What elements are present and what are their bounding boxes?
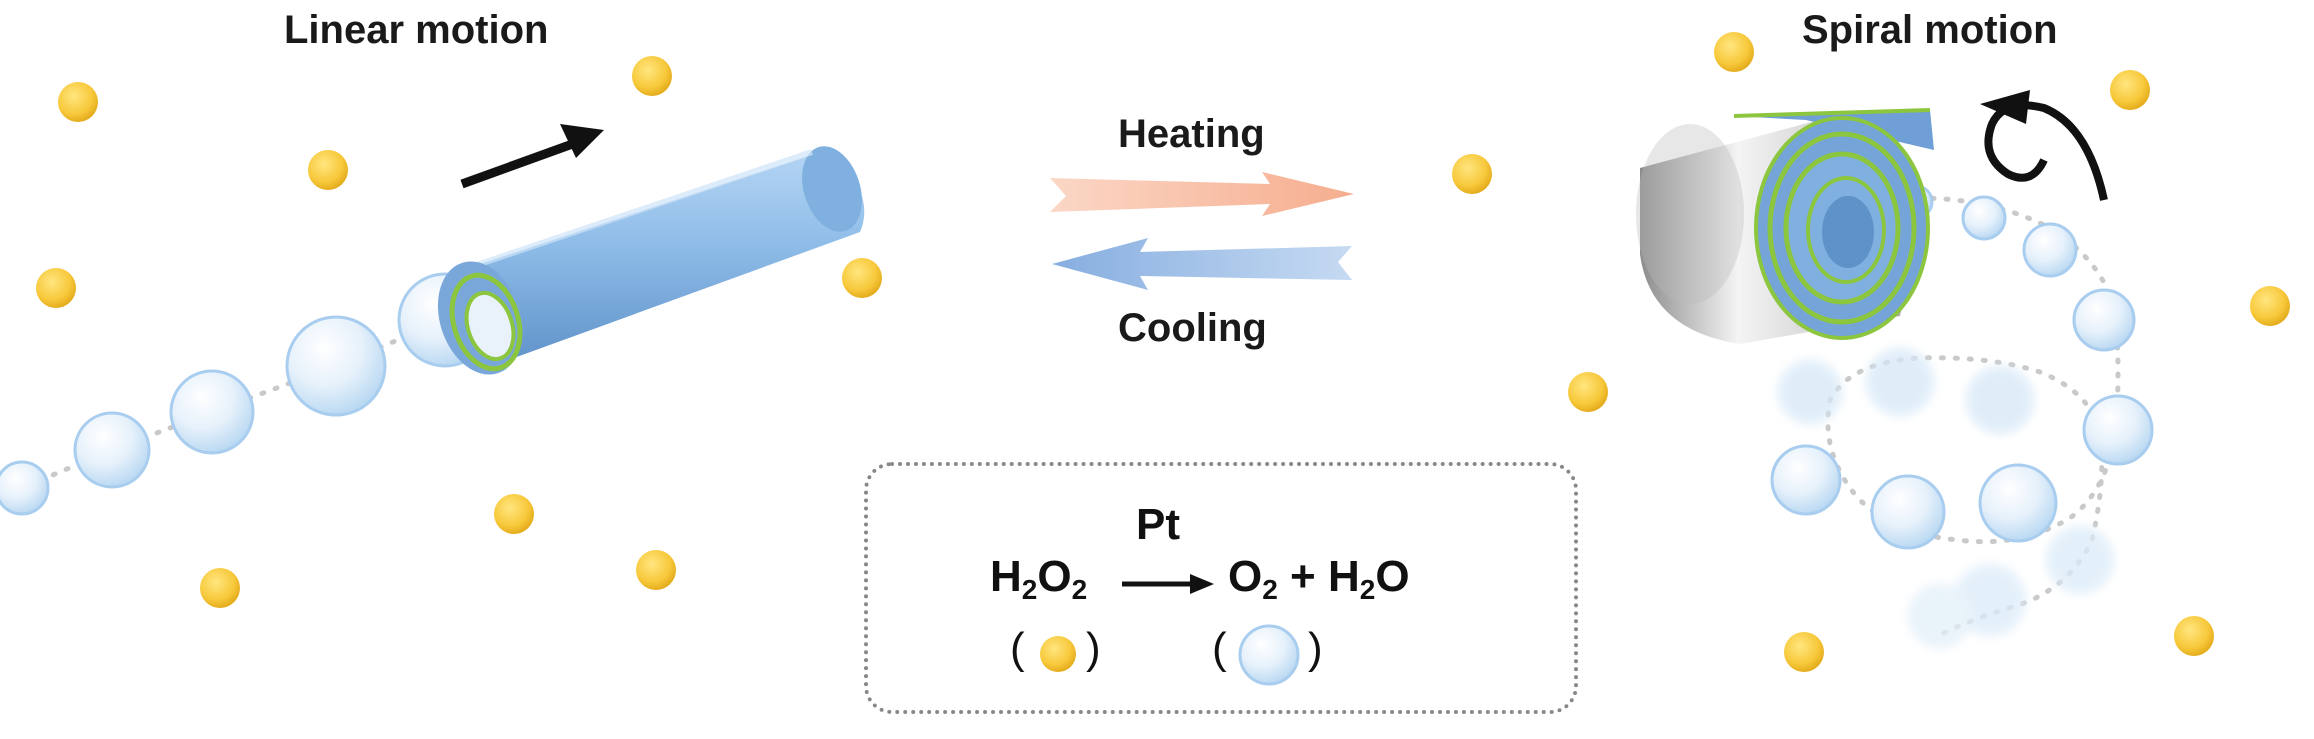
formula-part: O [1037,552,1072,601]
molecule [1714,32,1754,72]
plus-sign: + [1290,552,1316,601]
bubble [1961,195,2007,241]
h2o2-molecules [36,32,2290,672]
bubble [2082,394,2154,466]
straight-microtube [437,146,865,375]
legend-paren-open: ( [1010,624,1025,673]
linear-motion-title: Linear motion [284,8,549,52]
heating-label: Heating [1118,112,1265,156]
formula-part: O [1228,552,1263,601]
bubble [73,411,151,489]
formula-part: H [990,552,1022,601]
cooling-arrow-icon [1052,238,1352,290]
legend-paren-open: ( [1212,624,1227,673]
products-formula: O2 + H2O [1228,552,1410,606]
formula-subscript: 2 [1359,574,1376,605]
formula-part: H [1327,552,1360,601]
bubble [0,460,50,516]
rolled-microtube [1636,108,1934,344]
bubble [285,315,387,417]
formula-subscript: 2 [1021,574,1038,605]
legend-paren-close: ) [1308,624,1323,673]
bubble-legend-icon [1238,624,1300,686]
catalyst-label: Pt [1136,500,1180,549]
molecule [494,494,534,534]
molecule [2250,286,2290,326]
rotation-arrow-icon [1980,90,2108,201]
formula-subscript: 2 [1262,574,1278,605]
bubble [1770,444,1842,516]
reaction-legend-box: Pt H2O2 O2 + H2O ( ) ( ) [864,462,1578,714]
molecule [58,82,98,122]
molecule [842,258,882,298]
molecule [2174,616,2214,656]
spiral-motion-title: Spiral motion [1802,8,2058,52]
molecule [36,268,76,308]
bubble [169,369,255,455]
molecule [1452,154,1492,194]
bubble [2072,288,2136,352]
formula-subscript: 2 [1071,574,1088,605]
spiral-bubble-trail [1770,184,2154,648]
molecule [200,568,240,608]
molecule [2110,70,2150,110]
linear-bubble-trail [0,272,493,516]
bubble [1870,474,1946,550]
bubble [2022,222,2078,278]
heating-arrow-icon [1050,172,1354,216]
reactant-formula: H2O2 [990,552,1087,606]
molecule [636,550,676,590]
molecule [632,56,672,96]
molecule-legend-icon [1040,636,1076,672]
cooling-label: Cooling [1118,306,1267,350]
molecule [1784,632,1824,672]
molecule [1568,372,1608,412]
legend-paren-close: ) [1086,624,1101,673]
bubble [1978,463,2058,543]
molecule [308,150,348,190]
formula-part: O [1375,552,1410,601]
linear-direction-arrow-icon [460,124,604,189]
reaction-arrow-icon [1122,574,1214,594]
